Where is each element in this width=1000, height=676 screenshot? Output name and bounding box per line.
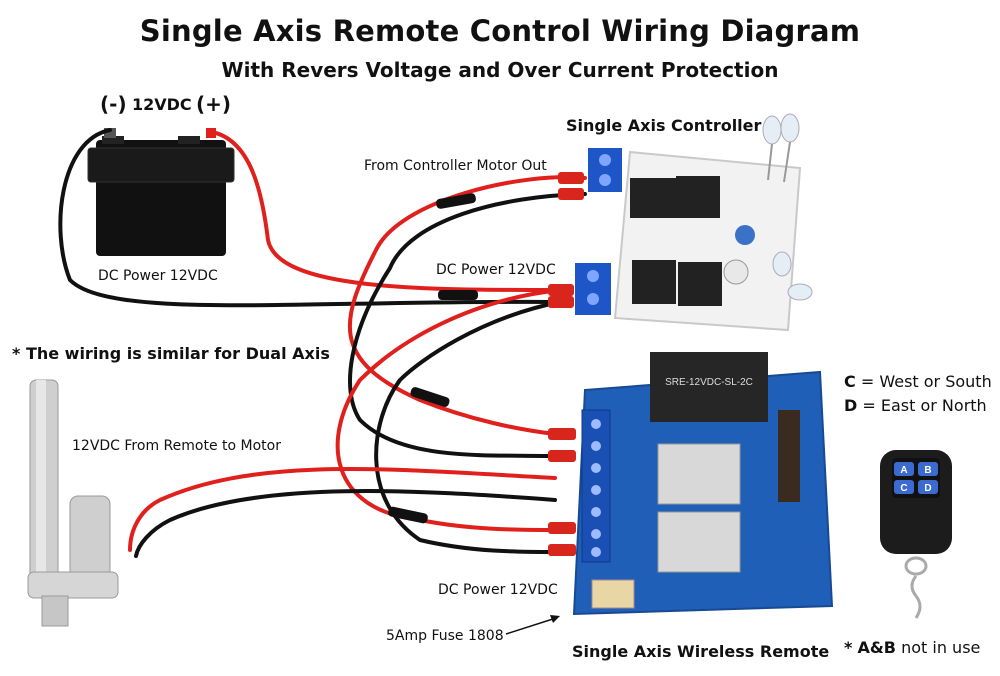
battery-negative-label: (-): [100, 92, 127, 116]
relay: [657, 443, 741, 505]
controller-motor-out-label: From Controller Motor Out: [364, 158, 547, 174]
wire-red: [335, 288, 562, 532]
controller-power-label: DC Power 12VDC: [436, 262, 556, 278]
led-sensors: [762, 113, 813, 301]
mosfet: [630, 178, 676, 218]
key-d-legend: D = East or North: [844, 396, 987, 415]
controller-title: Single Axis Controller: [566, 116, 762, 135]
mosfet: [632, 260, 676, 304]
linear-actuator: [27, 379, 119, 627]
key-fob-buttons: A B C D: [894, 462, 938, 494]
battery-voltage-label: 12VDC: [132, 95, 192, 114]
relay: [650, 352, 768, 422]
page-title: Single Axis Remote Control Wiring Diagra…: [139, 14, 861, 48]
fuse-holder: [591, 579, 635, 609]
wire-red: [128, 467, 557, 552]
wire-red: [210, 130, 562, 292]
spade-connectors: [548, 172, 584, 556]
dual-axis-note: * The wiring is similar for Dual Axis: [12, 344, 330, 363]
heat-shrink: [388, 193, 478, 524]
battery-negative-terminal: [104, 128, 116, 138]
relay-text: SRE-12VDC-SL-2C: [665, 377, 753, 388]
remote-board: SRE-12VDC-SL-2C: [572, 352, 834, 616]
battery-caption: DC Power 12VDC: [98, 268, 218, 284]
fob-button-a-label: A: [900, 465, 907, 476]
key-d-description: = East or North: [862, 396, 987, 415]
fob-button-c: [894, 480, 914, 494]
relay: [657, 511, 741, 573]
key-ab-description: not in use: [901, 638, 981, 657]
fuse-label: 5Amp Fuse 1808: [386, 628, 504, 644]
fob-button-a: [894, 462, 914, 476]
fob-button-b-label: B: [924, 465, 931, 476]
wire-black: [374, 300, 562, 554]
fuse-arrow-head: [550, 615, 560, 623]
key-fob: [880, 450, 952, 619]
page-subtitle: With Revers Voltage and Over Current Pro…: [221, 58, 779, 82]
fob-button-d-label: D: [924, 483, 931, 494]
antenna-coil: [778, 410, 800, 502]
potentiometer: [735, 225, 755, 245]
key-ab-letters: A&B: [857, 638, 896, 657]
remote-title: Single Axis Wireless Remote: [572, 642, 830, 661]
key-c-letter: C: [844, 372, 856, 391]
key-c-description: = West or South: [860, 372, 992, 391]
remote-power-label: DC Power 12VDC: [438, 582, 558, 598]
controller-board: [575, 113, 813, 332]
key-ab-prefix: *: [844, 638, 853, 657]
battery-positive-label: (+): [196, 92, 232, 116]
key-d-letter: D: [844, 396, 858, 415]
wire-red: [348, 175, 587, 436]
battery: [87, 128, 235, 256]
actuator-label: 12VDC From Remote to Motor: [72, 438, 281, 454]
mosfet: [676, 176, 720, 218]
fob-button-d: [918, 480, 938, 494]
wire-black: [348, 192, 587, 458]
key-ab-note: * A&B not in use: [844, 638, 980, 657]
key-c-legend: C = West or South: [844, 372, 992, 391]
mosfet: [678, 262, 722, 306]
fob-button-b: [918, 462, 938, 476]
wires: [58, 128, 587, 558]
wire-black: [58, 128, 562, 308]
wire-black: [134, 489, 557, 558]
fob-button-c-label: C: [900, 483, 907, 494]
fuse-arrow: [505, 617, 557, 635]
